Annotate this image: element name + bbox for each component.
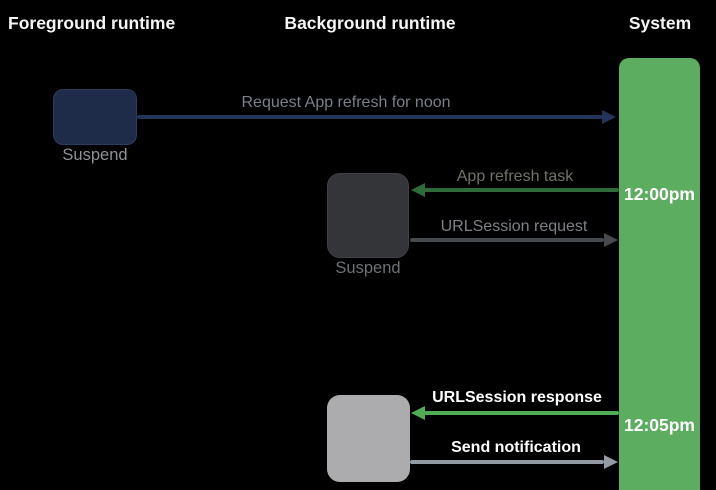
app-refresh-task-label: App refresh task [456, 168, 574, 185]
request-app-refresh-arrow [137, 115, 603, 119]
system-timeline-bar [619, 58, 700, 490]
column-header-system: System [628, 13, 692, 33]
app-refresh-task-arrowhead-icon [411, 183, 425, 197]
column-header-foreground-runtime: Foreground runtime [8, 13, 176, 33]
request-app-refresh-label: Request App refresh for noon [241, 94, 451, 111]
urlsession-response-arrowhead-icon [411, 406, 425, 420]
send-notification-arrow [410, 460, 604, 464]
send-notification-label: Send notification [451, 439, 581, 456]
send-notification-arrowhead-icon [604, 455, 618, 469]
timeline-event-noon: 12:00pm [623, 184, 695, 204]
urlsession-request-arrowhead-icon [604, 233, 618, 247]
background-app-suspend-label: Suspend [335, 259, 401, 277]
urlsession-request-arrow [410, 238, 604, 242]
foreground-app-suspend-label: Suspend [62, 146, 128, 164]
column-header-background-runtime: Background runtime [284, 13, 456, 33]
foreground-app-node [53, 89, 137, 145]
background-app-node [327, 173, 409, 258]
timeline-event-1205: 12:05pm [623, 415, 695, 435]
urlsession-response-arrow [424, 411, 619, 415]
urlsession-response-label: URLSession response [432, 389, 602, 406]
app-refresh-task-arrow [424, 188, 619, 192]
urlsession-request-label: URLSession request [440, 218, 588, 235]
request-app-refresh-arrowhead-icon [602, 110, 616, 124]
completed-app-node [327, 395, 410, 482]
